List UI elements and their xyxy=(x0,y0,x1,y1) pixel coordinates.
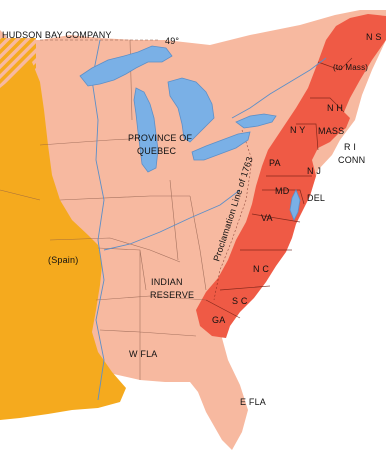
label-west-florida: W FLA xyxy=(129,349,158,359)
lake-michigan xyxy=(133,87,159,173)
label-new-hampshire: N H xyxy=(327,103,343,113)
label-east-florida: E FLA xyxy=(240,397,266,407)
lake-superior xyxy=(79,45,173,87)
label-rhode-island: R I xyxy=(344,142,356,152)
label-south-carolina: S C xyxy=(232,296,248,306)
spanish-territory xyxy=(0,62,126,420)
label-new-york: N Y xyxy=(290,125,305,135)
st-lawrence-river xyxy=(231,57,327,119)
colony-border-lines xyxy=(205,57,353,319)
ohio-river xyxy=(103,189,241,251)
label-delaware: DEL xyxy=(307,193,325,203)
label-province-of-quebec-line1: PROVINCE OF xyxy=(128,133,193,143)
label-georgia: GA xyxy=(212,315,225,325)
label-indian-reserve-line1: INDIAN xyxy=(151,277,183,287)
label-49-parallel: 49° xyxy=(165,36,179,46)
label-new-jersey: N J xyxy=(307,166,321,176)
label-north-carolina: N C xyxy=(253,264,269,274)
label-to-mass: (to Mass) xyxy=(333,63,368,72)
label-virginia: VA xyxy=(261,213,273,223)
label-massachusetts: MASS xyxy=(318,126,344,136)
label-connecticut: CONN xyxy=(338,155,365,165)
label-province-of-quebec-line2: QUEBEC xyxy=(137,146,177,156)
lake-ontario xyxy=(235,113,277,129)
label-nova-scotia: N S xyxy=(366,32,382,42)
label-indian-reserve-line2: RESERVE xyxy=(150,290,194,300)
label-maryland: MD xyxy=(275,186,290,196)
label-hudson-bay-company: HUDSON BAY COMPANY xyxy=(2,30,112,40)
lake-huron xyxy=(167,77,215,143)
lake-erie xyxy=(191,131,251,161)
proclamation-boundary xyxy=(213,129,253,301)
label-pennsylvania: PA xyxy=(269,158,281,168)
mississippi-river xyxy=(91,39,105,401)
label-spain: (Spain) xyxy=(48,255,78,265)
chesapeake-bay xyxy=(289,189,301,221)
